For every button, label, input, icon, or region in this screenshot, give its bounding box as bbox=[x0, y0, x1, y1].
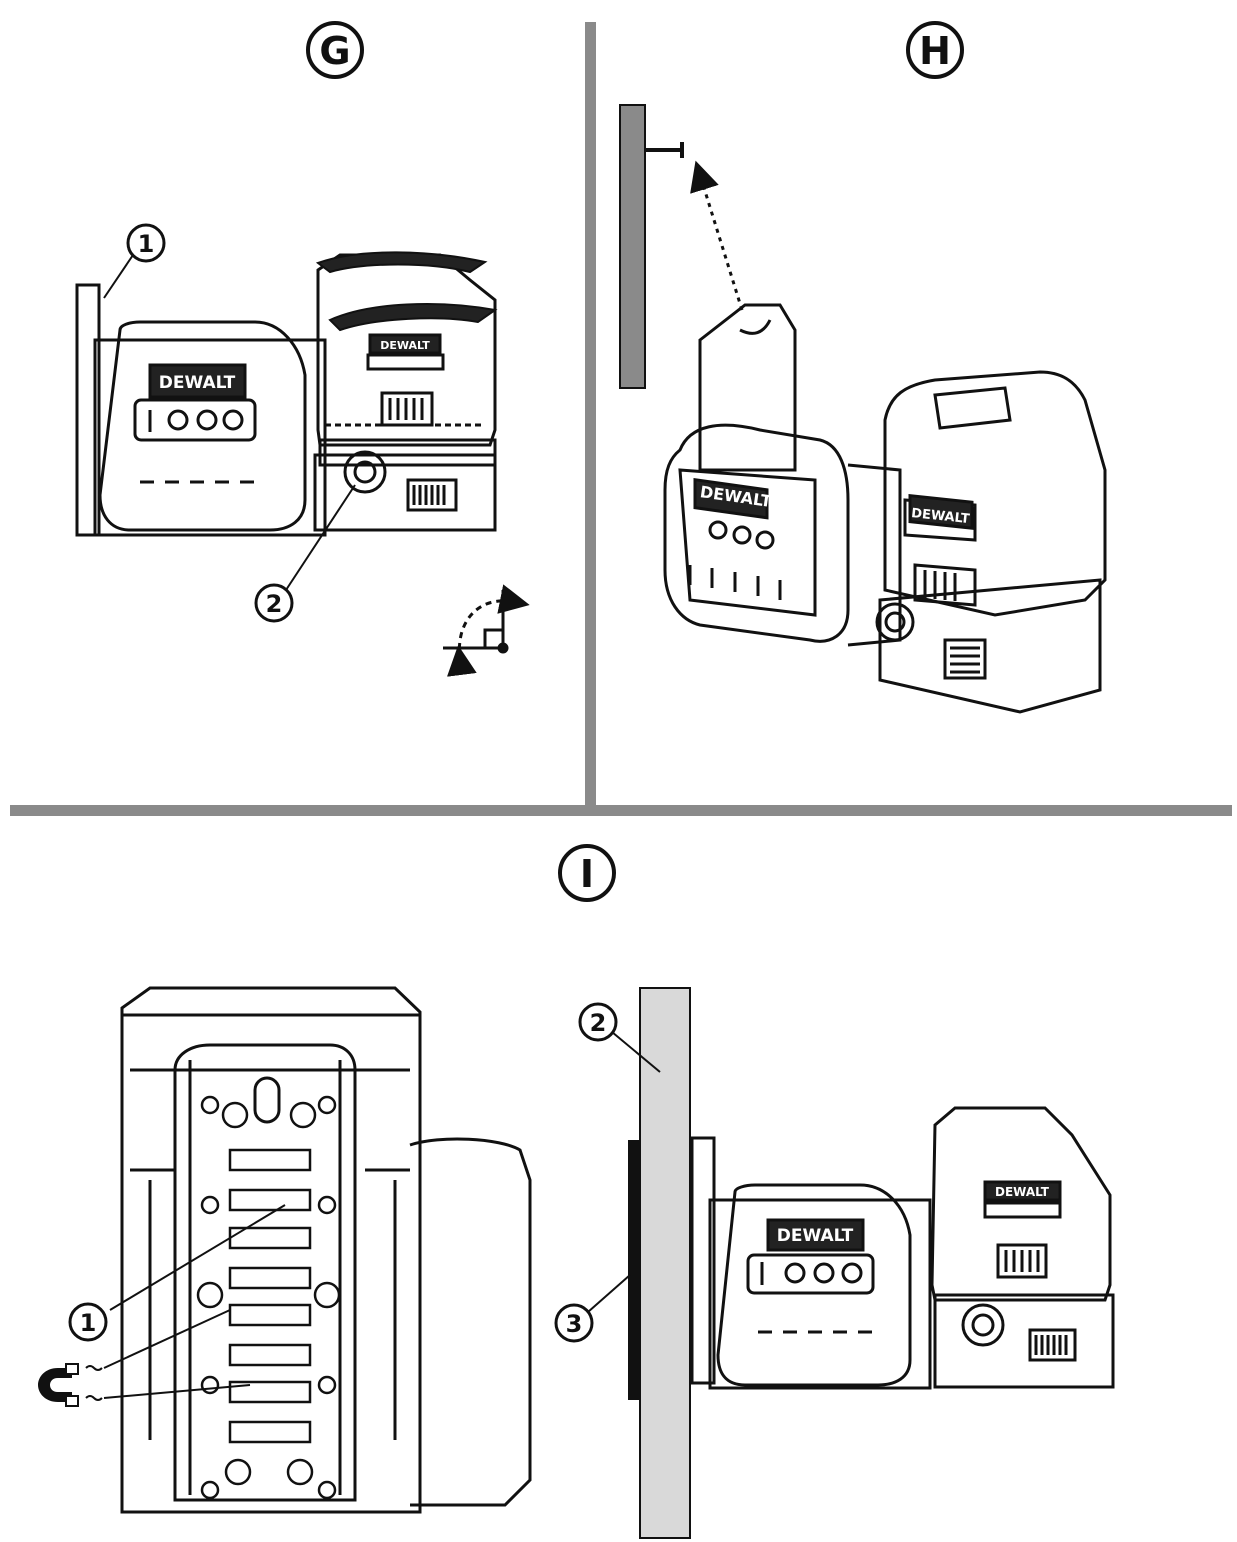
panel-h-wall-with-nail bbox=[619, 104, 684, 389]
panel-h-mount-bracket bbox=[663, 303, 902, 647]
magnet-icon bbox=[38, 1309, 251, 1407]
panel-i-callout-3: 3 bbox=[554, 1274, 631, 1343]
panel-h-laser-logo: DEWALT bbox=[910, 506, 970, 527]
panel-i-rear-screws bbox=[196, 1095, 341, 1500]
panel-h-laser-unit bbox=[878, 370, 1107, 714]
panel-dividers bbox=[10, 22, 1232, 816]
svg-text:1: 1 bbox=[80, 1309, 97, 1337]
panel-g-badge: G bbox=[306, 21, 364, 79]
panel-h: H DEWALT bbox=[619, 21, 1107, 714]
panel-h-hang-direction-arrow bbox=[690, 160, 744, 311]
svg-text:3: 3 bbox=[566, 1310, 583, 1338]
panel-g: G DEWALT DEWALT bbox=[75, 21, 530, 677]
svg-text:2: 2 bbox=[590, 1009, 607, 1037]
panel-i-mount-logo: DEWALT bbox=[777, 1226, 854, 1246]
panel-g-laser-unit bbox=[313, 253, 497, 532]
panel-i-badge: I bbox=[558, 844, 616, 902]
panel-g-square-angle-icon bbox=[443, 584, 530, 677]
svg-text:1: 1 bbox=[138, 230, 155, 258]
panel-i-laser-logo: DEWALT bbox=[995, 1185, 1050, 1199]
panel-h-letter: H bbox=[919, 29, 951, 73]
panel-g-callout-1: 1 bbox=[103, 223, 166, 299]
panel-g-rotation-arrows bbox=[315, 251, 498, 332]
panel-i-laser-unit bbox=[930, 1106, 1115, 1389]
panel-g-laser-logo: DEWALT bbox=[380, 339, 430, 352]
panel-i: I bbox=[38, 844, 1115, 1539]
panel-h-badge: H bbox=[906, 21, 964, 79]
panel-i-callout-2: 2 bbox=[578, 1002, 661, 1073]
panel-i-adjust-knob bbox=[961, 1303, 1005, 1347]
panel-i-letter: I bbox=[580, 852, 594, 896]
panel-i-callout-1: 1 bbox=[68, 1204, 286, 1342]
panel-g-callout-2: 2 bbox=[254, 484, 356, 623]
panel-g-letter: G bbox=[319, 29, 350, 73]
panel-g-adjust-knob bbox=[343, 450, 387, 494]
svg-text:2: 2 bbox=[266, 590, 283, 618]
panel-g-mount-bracket bbox=[75, 283, 327, 537]
panel-g-mount-logo: DEWALT bbox=[159, 373, 236, 393]
panel-i-rear-magnet-slots bbox=[228, 1148, 312, 1444]
panel-i-wall bbox=[628, 987, 691, 1539]
panel-i-mount-bracket bbox=[690, 1136, 932, 1390]
panel-h-adjust-knob bbox=[875, 602, 915, 642]
panel-i-rear-view bbox=[120, 986, 532, 1514]
